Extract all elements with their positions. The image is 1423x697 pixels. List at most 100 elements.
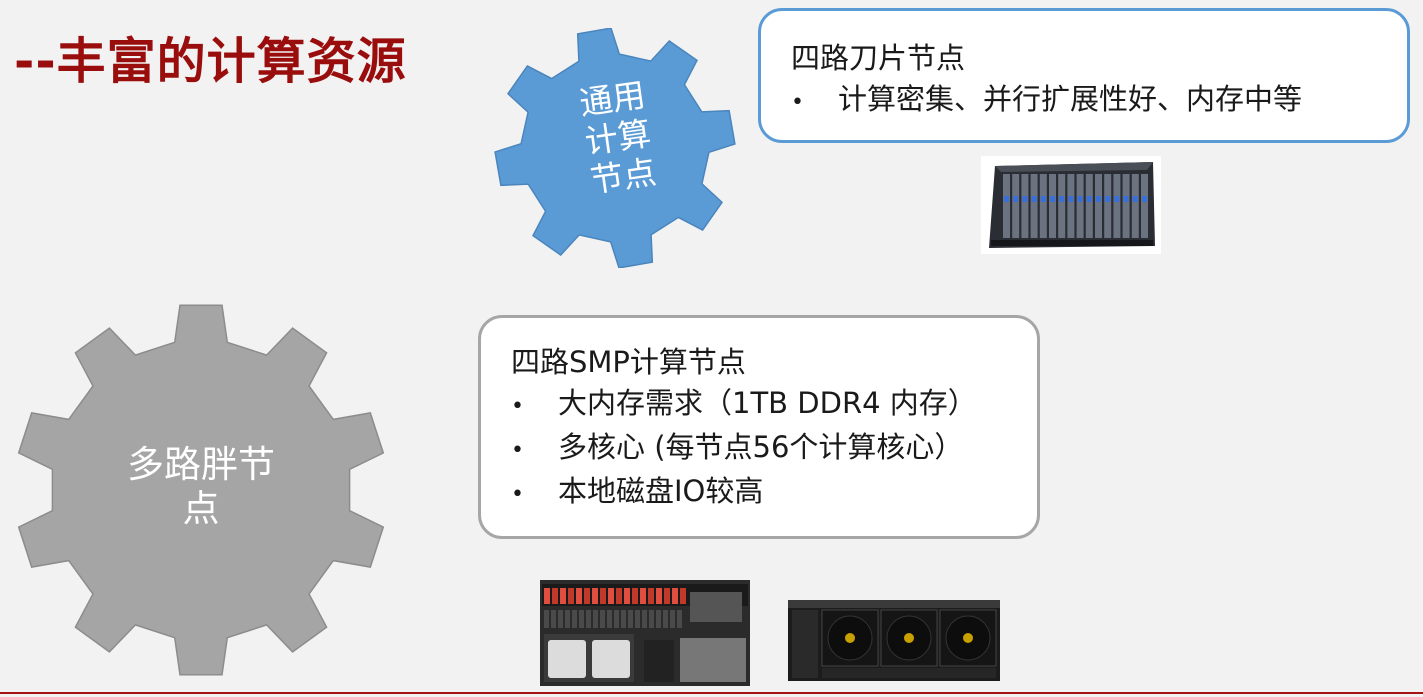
drive-bay — [544, 588, 550, 604]
blade-led — [1031, 196, 1037, 202]
list-item-text: 多核心 (每节点56个计算核心） — [558, 430, 964, 464]
blade-led — [1105, 196, 1111, 202]
vent-slot — [551, 610, 556, 628]
slide-title: --丰富的计算资源 — [14, 33, 407, 90]
drive-bay — [648, 588, 654, 604]
vent-slot — [579, 610, 584, 628]
blade-led — [1050, 196, 1055, 202]
blade-led — [1114, 196, 1120, 202]
blade-node-list: •计算密集、并行扩展性好、内存中等 — [791, 79, 1381, 123]
blade-led — [1022, 196, 1028, 202]
blade-node-heading: 四路刀片节点 — [791, 41, 966, 75]
drive-bay — [624, 588, 630, 604]
drive-bay — [560, 588, 566, 604]
blade-led — [1132, 196, 1138, 202]
drive-bay — [632, 588, 638, 604]
list-item-text: 本地磁盘IO较高 — [558, 474, 764, 508]
vent-slot — [600, 610, 605, 628]
list-item: • 大内存需求（1TB DDR4 内存） — [511, 383, 1017, 427]
bottom-rule — [0, 692, 1423, 694]
drive-bay — [640, 588, 646, 604]
blade-led — [1040, 196, 1046, 202]
drive-bay — [584, 588, 590, 604]
blade-slot — [1067, 174, 1075, 238]
vent-slot — [614, 610, 619, 628]
drive-bay — [680, 588, 686, 604]
drive-bay — [664, 588, 670, 604]
blade-slot — [1021, 174, 1029, 238]
vent-slot — [621, 610, 626, 628]
blade-slot — [1095, 174, 1102, 238]
drive-bay — [552, 588, 558, 604]
smp-server-image-2 — [788, 600, 1000, 681]
vent-slot — [628, 610, 633, 628]
blade-led — [1013, 196, 1019, 202]
blade-slot — [1039, 174, 1047, 238]
vent-slot — [586, 610, 591, 628]
vent-slot — [572, 610, 577, 628]
gear-label-line: 多路胖节 — [127, 443, 275, 486]
drive-bay — [568, 588, 574, 604]
drive-bay — [600, 588, 606, 604]
gear-gray-icon — [17, 304, 385, 676]
blade-slot — [1085, 174, 1093, 238]
vent-slot — [565, 610, 570, 628]
list-item: • 多核心 (每节点56个计算核心） — [511, 427, 1017, 471]
blade-led — [1086, 196, 1092, 202]
blade-node-callout: 四路刀片节点 •计算密集、并行扩展性好、内存中等 — [758, 8, 1410, 143]
drive-bay — [608, 588, 614, 604]
vent-slot — [670, 610, 675, 628]
blade-slot — [1104, 174, 1112, 238]
fat-node-gear: 多路胖节 点 — [14, 303, 388, 677]
vent-slot — [649, 610, 654, 628]
gear-label-line: 点 — [182, 486, 220, 530]
vent-slot — [635, 610, 640, 628]
blade-led — [1096, 196, 1101, 202]
blade-led — [1077, 196, 1083, 202]
blade-slot — [1113, 174, 1121, 238]
blade-led — [1068, 196, 1074, 202]
gear-blue-icon — [494, 28, 736, 268]
fan-server-icon — [788, 600, 1000, 681]
smp-node-list: • 大内存需求（1TB DDR4 内存） • 多核心 (每节点56个计算核心） • 本… — [511, 383, 1017, 515]
general-compute-gear: 通用 计算 节点 — [493, 28, 737, 268]
gear-gray-shape — [17, 304, 385, 676]
list-item: •计算密集、并行扩展性好、内存中等 — [791, 79, 1381, 123]
drive-bay — [616, 588, 622, 604]
bullet-icon: • — [511, 438, 524, 463]
blade-led — [1142, 196, 1147, 202]
blade-slot — [1049, 174, 1056, 238]
drive-bay — [656, 588, 662, 604]
general-compute-gear-label: 通用 计算 节点 — [555, 73, 680, 204]
gear-blue-shape — [494, 28, 736, 268]
smp-node-heading: 四路SMP计算节点 — [511, 345, 746, 379]
blade-slot — [1122, 174, 1130, 238]
bullet-icon: • — [511, 482, 524, 507]
vent-slot — [656, 610, 661, 628]
vent-slot — [607, 610, 612, 628]
blade-led — [1059, 196, 1065, 202]
blade-slot — [1003, 174, 1010, 238]
vent-slot — [663, 610, 668, 628]
blade-slot — [1030, 174, 1038, 238]
smp-server-image-1 — [540, 580, 750, 686]
rack-server-icon — [540, 580, 750, 686]
blade-chassis-image — [981, 156, 1161, 254]
list-item-text: 大内存需求（1TB DDR4 内存） — [558, 386, 977, 420]
vent-slot — [642, 610, 647, 628]
smp-node-callout: 四路SMP计算节点 • 大内存需求（1TB DDR4 内存） • 多核心 (每节点5… — [478, 315, 1040, 539]
vent-slot — [593, 610, 598, 628]
list-item-text: 计算密集、并行扩展性好、内存中等 — [838, 82, 1303, 116]
drive-bay — [576, 588, 582, 604]
blade-slot — [1141, 174, 1148, 238]
bullet-icon: • — [511, 394, 524, 419]
blade-led — [1004, 196, 1009, 202]
drive-bay — [672, 588, 678, 604]
blade-slot — [1058, 174, 1066, 238]
vent-slot — [558, 610, 563, 628]
fat-node-gear-label: 多路胖节 点 — [96, 443, 306, 530]
list-item: • 本地磁盘IO较高 — [511, 471, 1017, 515]
blade-slot — [1076, 174, 1084, 238]
vent-slot — [677, 610, 682, 628]
blade-server-icon — [989, 162, 1155, 248]
